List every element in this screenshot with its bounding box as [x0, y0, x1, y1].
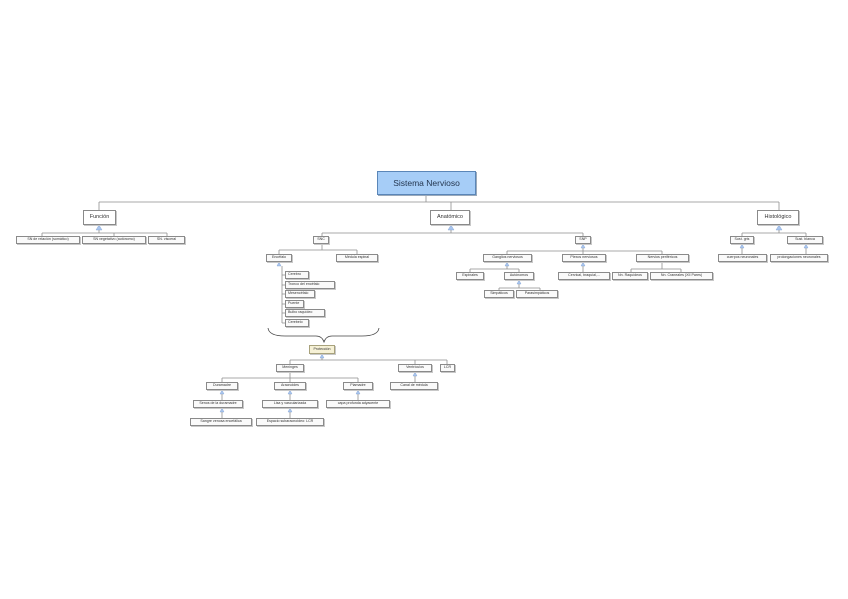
- snp-label: SNP: [579, 237, 587, 242]
- node-aracnoides: Aracnoides: [274, 382, 306, 390]
- nn-raquideos-label: Nn. Raquídeos: [618, 273, 642, 278]
- funcion-label: Función: [89, 213, 110, 220]
- node-nervios-perifericos: Nervios periféricos: [636, 254, 689, 262]
- node-cerebro: Cerebro: [285, 271, 309, 279]
- aracnoides-label: Aracnoides: [281, 383, 299, 388]
- lisa-vascularizada-label: Lisa y vascularizada: [273, 401, 307, 406]
- node-cuerpos-neuronales: cuerpos neuronales: [718, 254, 767, 262]
- capa-profunda-label: capa profunda adyacente: [337, 401, 379, 406]
- root-node: Sistema Nervioso: [377, 171, 476, 195]
- node-canal-medula: Canal de médula: [390, 382, 438, 390]
- node-piamadre: Piamadre: [343, 382, 373, 390]
- node-sust-blanca: Sust. blanca: [787, 236, 823, 244]
- node-lcr: LCR: [440, 364, 455, 372]
- node-lisa-vascularizada: Lisa y vascularizada: [262, 400, 318, 408]
- root-label: Sistema Nervioso: [393, 177, 460, 188]
- node-sangre-venosa: Sangre venosa encefálica: [190, 418, 252, 426]
- node-histologico: Histológico: [757, 210, 799, 225]
- simpaticos-label: Simpáticos: [490, 291, 508, 296]
- sn-relacion-label: SN de relación (somático): [27, 237, 69, 242]
- node-autonomos: Autónomos: [504, 272, 534, 280]
- sust-gris-label: Sust. gris: [734, 237, 750, 242]
- node-sn-relacion: SN de relación (somático): [16, 236, 80, 244]
- sn-visceral-label: SN. visceral: [156, 237, 177, 242]
- piamadre-label: Piamadre: [350, 383, 366, 388]
- cuerpos-neuronales-label: cuerpos neuronales: [726, 255, 759, 260]
- nn-craneales-label: Nn. Craneales (XII Pares): [660, 273, 703, 278]
- node-duramadre: Duramadre: [206, 382, 238, 390]
- node-simpaticos: Simpáticos: [484, 290, 514, 298]
- espinales-label: Espinales: [462, 273, 478, 278]
- canal-medula-label: Canal de médula: [400, 383, 428, 388]
- medula-espinal-label: Médula espinal: [344, 255, 370, 260]
- node-tronco-encefalo: Tronco del encéfalo: [285, 281, 335, 289]
- senos-duramadre-label: Senos de la duramadre: [199, 401, 237, 406]
- bulbo-raquideo-label: Bulbo raquídeo: [288, 310, 313, 315]
- ganglios-nerviosos-label: Ganglios nerviosos: [492, 255, 523, 260]
- node-cerebelo: Cerebelo: [285, 319, 309, 327]
- node-cervical-braquial: Cervical, braquial,...: [558, 272, 610, 280]
- cerebro-label: Cerebro: [288, 272, 301, 277]
- node-parasimpaticos: Parasimpáticos: [516, 290, 558, 298]
- node-puente: Puente: [285, 300, 304, 308]
- node-nn-craneales: Nn. Craneales (XII Pares): [650, 272, 713, 280]
- sangre-venosa-label: Sangre venosa encefálica: [200, 419, 242, 424]
- meninges-label: Meninges: [282, 365, 298, 370]
- anatomico-label: Anatómico: [437, 213, 463, 220]
- node-prolongaciones-neuronales: prolongaciones neuronales: [770, 254, 828, 262]
- node-ventriculos: Ventrículos: [398, 364, 432, 372]
- encefalo-label: Encéfalo: [272, 255, 286, 260]
- node-nn-raquideos: Nn. Raquídeos: [612, 272, 648, 280]
- node-espacio-subaracnoideo: Espacio subaracnoideo: LCR: [256, 418, 324, 426]
- node-encefalo: Encéfalo: [266, 254, 292, 262]
- node-plexos-nerviosos: Plexos nerviosos: [562, 254, 606, 262]
- node-espinales: Espinales: [456, 272, 484, 280]
- prolongaciones-neuronales-label: prolongaciones neuronales: [777, 255, 821, 260]
- autonomos-label: Autónomos: [509, 273, 529, 278]
- node-snc: SNC: [313, 236, 329, 244]
- snc-label: SNC: [317, 237, 325, 242]
- tronco-encefalo-label: Tronco del encéfalo: [288, 282, 320, 287]
- node-sn-visceral: SN. visceral: [148, 236, 185, 244]
- sn-vegetativo-label: SN vegetativo (autónomo): [93, 237, 135, 242]
- proteccion-label: Protección: [313, 346, 331, 351]
- node-senos-duramadre: Senos de la duramadre: [193, 400, 243, 408]
- cerebelo-label: Cerebelo: [288, 320, 303, 325]
- sust-blanca-label: Sust. blanca: [795, 237, 815, 242]
- node-anatomico: Anatómico: [430, 210, 470, 225]
- node-meninges: Meninges: [276, 364, 304, 372]
- node-mesencefalo: Mesencéfalo: [285, 290, 315, 298]
- node-snp: SNP: [575, 236, 591, 244]
- duramadre-label: Duramadre: [213, 383, 231, 388]
- nervios-perifericos-label: Nervios periféricos: [647, 255, 678, 260]
- puente-label: Puente: [288, 301, 300, 306]
- node-bulbo-raquideo: Bulbo raquídeo: [285, 309, 325, 317]
- espacio-subaracnoideo-label: Espacio subaracnoideo: LCR: [266, 419, 314, 424]
- node-sn-vegetativo: SN vegetativo (autónomo): [82, 236, 146, 244]
- ventriculos-label: Ventrículos: [406, 365, 424, 370]
- node-funcion: Función: [83, 210, 116, 225]
- mesencefalo-label: Mesencéfalo: [288, 291, 309, 296]
- cervical-braquial-label: Cervical, braquial,...: [568, 273, 600, 278]
- node-proteccion: Protección: [309, 345, 335, 354]
- node-ganglios-nerviosos: Ganglios nerviosos: [483, 254, 532, 262]
- node-medula-espinal: Médula espinal: [336, 254, 378, 262]
- plexos-nerviosos-label: Plexos nerviosos: [570, 255, 598, 260]
- node-sust-gris: Sust. gris: [730, 236, 754, 244]
- parasimpaticos-label: Parasimpáticos: [524, 291, 550, 296]
- histologico-label: Histológico: [764, 213, 792, 220]
- lcr-label: LCR: [443, 365, 452, 370]
- node-capa-profunda: capa profunda adyacente: [326, 400, 390, 408]
